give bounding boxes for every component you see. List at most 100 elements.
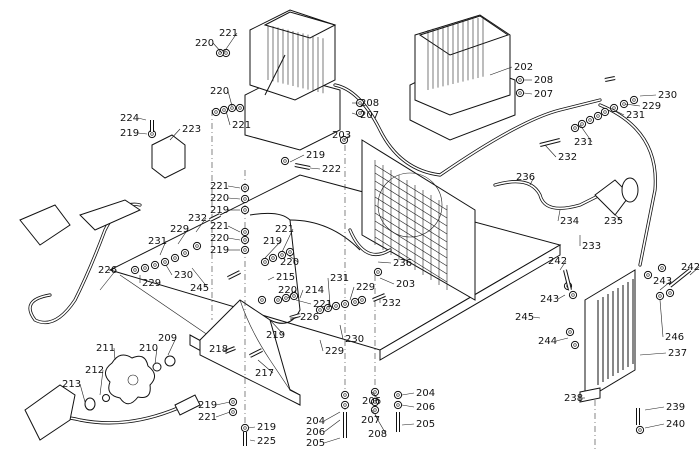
callout-232: 232 [188,213,207,224]
callout-223: 223 [182,124,201,135]
washer [355,108,365,118]
callout-220: 220 [210,193,229,204]
callout-220: 220 [278,285,297,296]
washer [393,390,403,400]
callout-232: 232 [558,152,577,163]
callout-246: 246 [665,332,684,343]
washer [393,400,403,410]
callout-208: 208 [368,429,387,440]
rectifier [579,269,636,403]
washer [240,245,250,255]
callout-242: 242 [548,256,567,267]
callout-222: 222 [322,164,341,175]
earth-clamp [24,384,201,441]
washer [240,423,250,433]
callout-209: 209 [158,333,177,344]
callout-245: 245 [190,283,209,294]
callout-221: 221 [313,299,332,310]
washer [215,48,225,58]
callout-220: 220 [195,38,214,49]
callout-213: 213 [62,379,81,390]
callout-225: 225 [257,436,276,447]
washer [593,111,603,121]
washer [130,265,140,275]
washer [585,115,595,125]
callout-236: 236 [516,172,535,183]
callout-220: 220 [210,233,229,244]
callout-226: 226 [98,265,117,276]
washer [340,390,350,400]
callout-233: 233 [582,241,601,252]
washer [577,119,587,129]
callout-204: 204 [306,416,325,427]
callout-236: 236 [393,258,412,269]
callout-229: 229 [642,101,661,112]
washer [515,75,525,85]
washer [340,400,350,410]
washer [655,291,665,301]
callout-229: 229 [325,346,344,357]
callout-212: 212 [85,365,104,376]
callout-240: 240 [666,419,685,430]
callout-231: 231 [574,137,593,148]
transformer-left [244,9,341,151]
washer [140,263,150,273]
washer [281,293,291,303]
electrode-holder [19,199,142,246]
transformer-right [409,14,516,141]
callout-217: 217 [255,368,274,379]
callout-230: 230 [174,270,193,281]
callout-229: 229 [356,282,375,293]
callout-237: 237 [668,348,687,359]
callout-207: 207 [360,110,379,121]
washer [228,407,238,417]
callout-238: 238 [564,393,583,404]
callout-203: 203 [332,130,351,141]
washer [235,103,245,113]
callout-208: 208 [360,98,379,109]
washer [192,241,202,251]
callout-221: 221 [275,224,294,235]
washer [240,183,250,193]
washer [370,387,380,397]
washer [570,123,580,133]
base-plate [108,174,562,406]
callout-221: 221 [210,181,229,192]
callout-206: 206 [362,396,381,407]
washer [227,103,237,113]
callout-218: 218 [209,344,228,355]
washer [240,194,250,204]
callout-221: 221 [198,412,217,423]
callout-210: 210 [139,343,158,354]
callout-234: 234 [560,216,579,227]
washer [629,95,639,105]
callout-215: 215 [276,272,295,283]
washer [260,257,270,267]
washer [219,105,229,115]
washer [280,156,290,166]
mains-plug [594,177,639,216]
callout-230: 230 [345,334,364,345]
callout-230: 230 [658,90,677,101]
callout-219: 219 [306,150,325,161]
washer [160,257,170,267]
washer [570,340,580,350]
callout-220: 220 [210,86,229,97]
washer [665,288,675,298]
washer [370,405,380,415]
washer [315,305,325,315]
callout-221: 221 [210,221,229,232]
washer [657,263,667,273]
callout-204: 204 [416,388,435,399]
washer [568,290,578,300]
callout-221: 221 [232,120,251,131]
fan-guard [361,139,476,301]
washer [240,235,250,245]
callout-219: 219 [210,205,229,216]
callout-231: 231 [330,273,349,284]
callout-202: 202 [514,62,533,73]
control-knob [84,354,176,411]
washer [211,107,221,117]
